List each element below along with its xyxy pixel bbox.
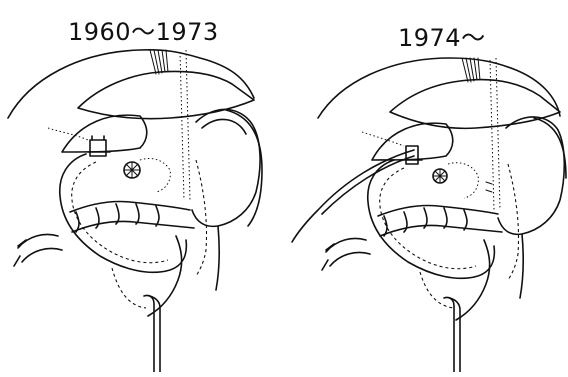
right-anastomosis [433, 163, 478, 198]
left-bowel-end [14, 235, 62, 267]
left-jejunal-limb [196, 160, 207, 276]
right-liver-lower [372, 123, 453, 160]
left-duodenal-loop-dashed [72, 162, 168, 263]
left-anastomosis [124, 158, 170, 192]
right-duodenal-loop-dashed [380, 168, 476, 269]
right-duodenal-loop [368, 160, 495, 278]
left-spleen-outline [226, 110, 262, 226]
left-anatomy-drawing [8, 50, 262, 372]
left-liver-lower [62, 115, 147, 152]
right-anatomy-drawing [292, 58, 566, 372]
left-duodenal-loop [60, 154, 187, 272]
left-stomach-inner [202, 119, 246, 134]
left-falciform-hatch [150, 50, 168, 74]
right-liver-outline [390, 80, 560, 129]
right-transverse-colon [378, 205, 498, 216]
right-clamp [406, 146, 418, 164]
right-external-drain [292, 150, 414, 242]
left-colon-haustra [76, 204, 159, 232]
left-diaphragm-outline [8, 50, 254, 118]
left-liver-outline [78, 72, 254, 119]
right-lower-drain-tube [444, 297, 454, 372]
right-falciform-hatch [462, 58, 480, 82]
right-bowel-end [322, 239, 370, 271]
right-jejunal-limb [508, 164, 519, 280]
panel-left-label: 1960〜1973 [68, 12, 219, 47]
left-transverse-colon [70, 201, 190, 212]
left-drain-tube [144, 295, 154, 372]
right-colon-haustra [384, 208, 467, 236]
left-clamp [90, 140, 106, 156]
panel-right-label: 1974〜 [398, 18, 486, 53]
right-stomach-outline [498, 117, 564, 234]
